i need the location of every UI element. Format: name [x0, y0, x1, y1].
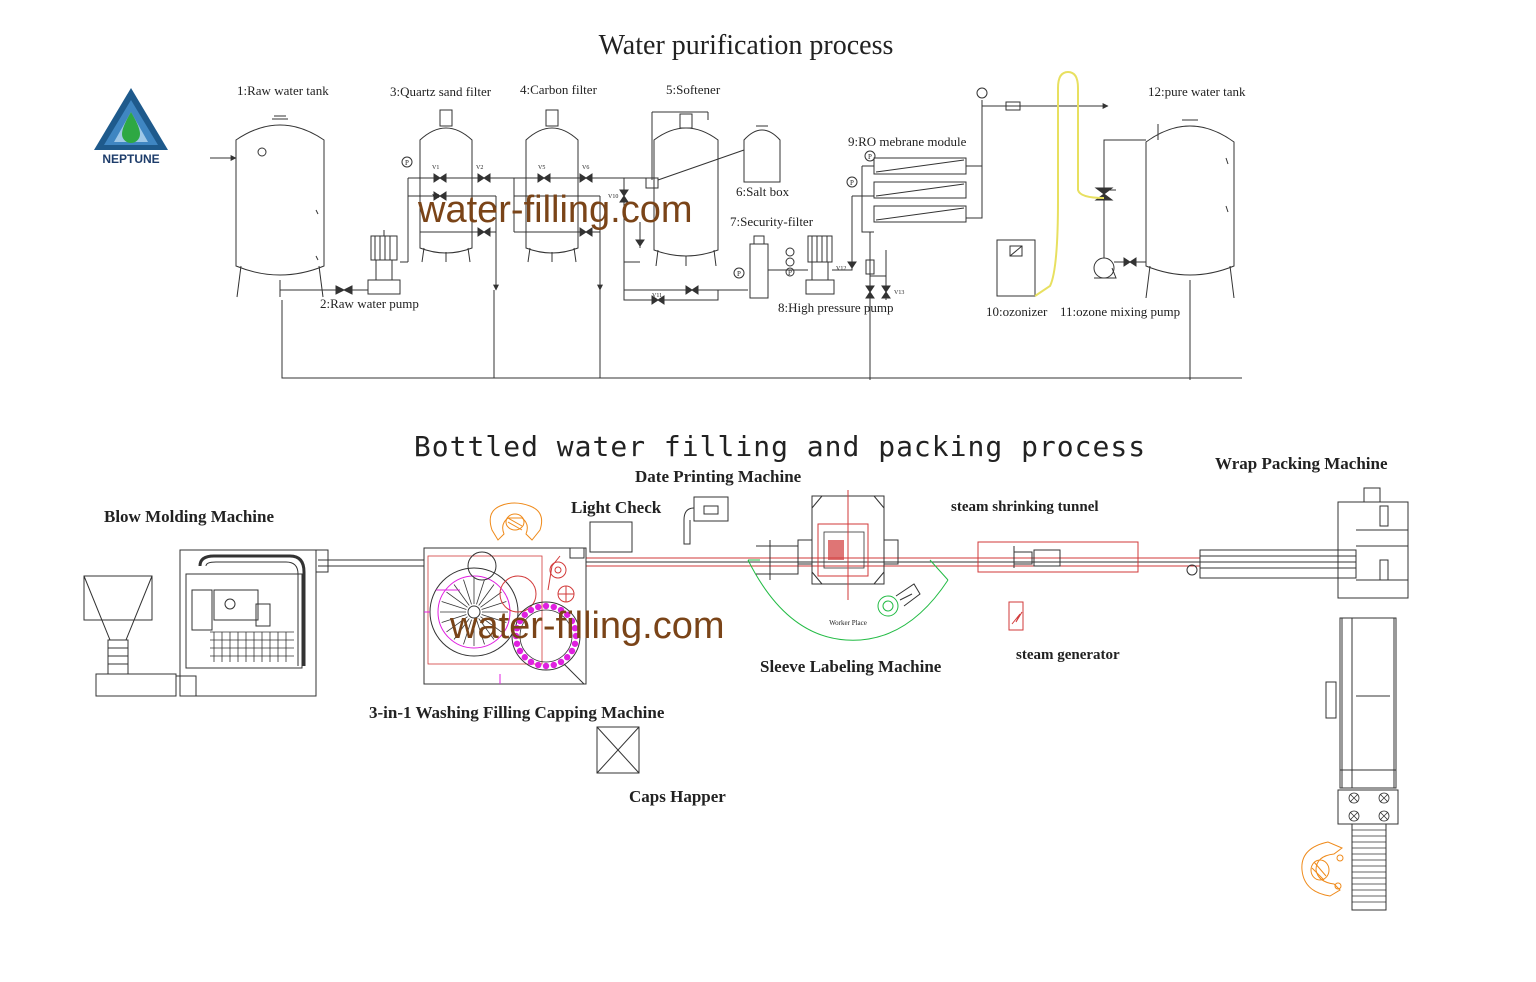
purification-title: Water purification process: [599, 30, 894, 61]
washing-filling-capping-machine: [423, 547, 587, 685]
steam-shrinking-tunnel: [977, 541, 1139, 573]
salt-box: [743, 125, 781, 183]
ozone-mixing-pump: [1093, 139, 1146, 279]
label-ozone-mixing-pump: 11:ozone mixing pump: [1060, 304, 1180, 319]
raw-water-pump: [367, 178, 409, 295]
label-steam-generator: steam generator: [1016, 647, 1120, 663]
pure-water-tank: [1145, 119, 1235, 380]
gauge-2: P: [850, 179, 854, 187]
label-blow-molding: Blow Molding Machine: [104, 507, 274, 526]
label-ro-membrane: 9:RO mebrane module: [848, 134, 967, 149]
valve-v6: V6: [582, 165, 589, 171]
label-light-check: Light Check: [571, 498, 662, 517]
label-date-printing: Date Printing Machine: [635, 467, 802, 486]
ro-membrane-module: [852, 100, 983, 380]
label-raw-water-pump: 2:Raw water pump: [320, 296, 419, 311]
label-softener: 5:Softener: [666, 82, 721, 97]
label-caps-hopper: Caps Happer: [629, 787, 726, 806]
valve-v1: V1: [432, 165, 439, 171]
ozonizer: [996, 239, 1036, 297]
label-security-filter: 7:Security-filter: [730, 214, 814, 229]
sleeve-labeling-machine: [747, 490, 949, 641]
softener: [600, 111, 745, 301]
valve-v3: V3: [432, 194, 439, 200]
quartz-sand-filter: [408, 109, 496, 263]
packing-title: Bottled water filling and packing proces…: [414, 430, 1146, 463]
valve-v12: V12: [836, 266, 846, 272]
label-washing-filling: 3-in-1 Washing Filling Capping Machine: [369, 703, 665, 722]
valve-v11: V11: [652, 293, 662, 299]
label-wrap-packing: Wrap Packing Machine: [1215, 454, 1388, 473]
watermark-bottom: water-filling.com: [449, 605, 725, 647]
carbon-filter: [496, 109, 600, 263]
worker-place-label: Worker Place: [829, 619, 867, 627]
steam-generator: [1008, 601, 1024, 631]
label-high-pressure-pump: 8:High pressure pump: [778, 300, 894, 315]
label-carbon-filter: 4:Carbon filter: [520, 82, 598, 97]
label-sleeve-labeling: Sleeve Labeling Machine: [760, 657, 942, 676]
blow-molding-machine: [83, 549, 329, 697]
light-check: [589, 521, 633, 553]
gauge-1: P: [405, 159, 409, 167]
logo-text: NEPTUNE: [102, 152, 159, 166]
label-steam-tunnel: steam shrinking tunnel: [951, 499, 1099, 515]
high-pressure-pump: [805, 196, 857, 295]
caps-hopper: [596, 726, 640, 774]
raw-water-tank: [210, 115, 325, 298]
operator-icon: [489, 502, 543, 541]
ozone-line: [1034, 70, 1105, 297]
date-printing-machine: [683, 496, 729, 545]
wrap-packing-machine: [1186, 487, 1409, 911]
gauge-4: P: [737, 270, 741, 278]
label-raw-water-tank: 1:Raw water tank: [237, 83, 329, 98]
neptune-logo: NEPTUNE: [94, 88, 168, 166]
label-quartz-sand-filter: 3:Quartz sand filter: [390, 84, 492, 99]
valve-v5: V5: [538, 165, 545, 171]
gauge-3: P: [868, 153, 872, 161]
valve-v13: V13: [894, 290, 904, 296]
gauge-5: P: [788, 269, 792, 277]
security-filter: [749, 235, 808, 299]
valve-v2: V2: [476, 165, 483, 171]
valve-v10: V10: [608, 194, 618, 200]
label-ozonizer: 10:ozonizer: [986, 304, 1048, 319]
label-pure-water-tank: 12:pure water tank: [1148, 84, 1246, 99]
operator-icon: [1301, 841, 1344, 897]
watermark-top: water-filling.com: [417, 189, 693, 231]
label-salt-box: 6:Salt box: [736, 184, 790, 199]
